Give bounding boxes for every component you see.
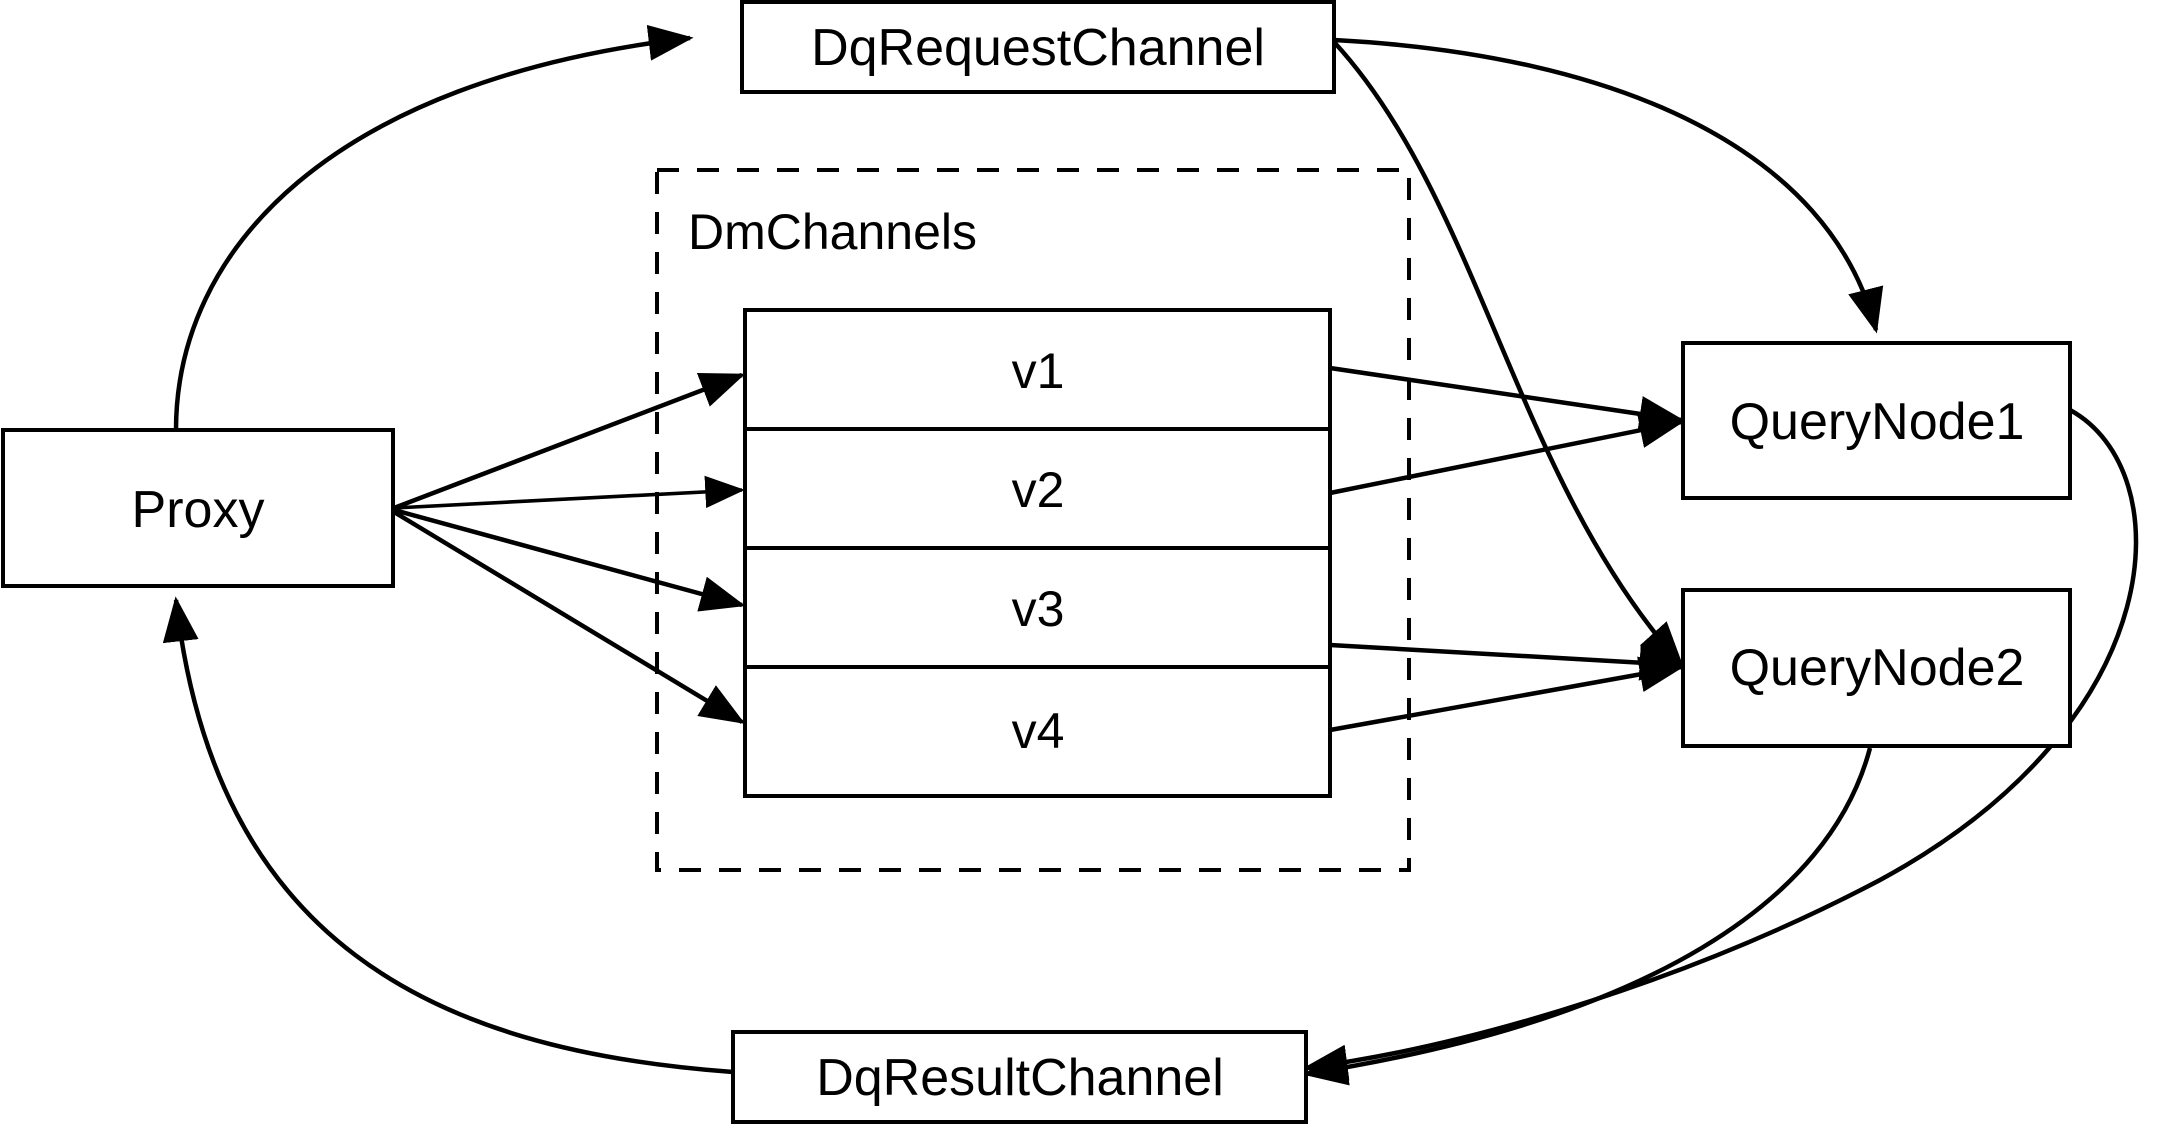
dm-channels-group-label: DmChannels [688,204,977,260]
node-dq-result-channel-label: DqResultChannel [816,1049,1224,1107]
node-query-node-2-label: QueryNode2 [1730,639,2025,697]
node-proxy-label: Proxy [132,481,265,539]
edge-proxy-to-v3 [393,507,746,612]
edge-proxy-to-v4 [392,510,746,724]
edge-dq-result-channel-to-proxy [162,596,734,1075]
node-dq-request-channel-box[interactable] [740,0,1336,94]
edge-dq-request-channel-to-query-node-1 [1333,37,1884,334]
table-row-v2: v2 [1012,462,1065,518]
edge-query-node-1-to-dq-result-channel [1302,408,2139,1081]
table-row-v3: v3 [1012,581,1065,637]
edge-v4-to-query-node-2 [1329,656,1685,733]
node-dq-result-channel-box[interactable] [731,1030,1308,1124]
dm-channels-group [655,168,1411,872]
node-dq-request-channel-label: DqRequestChannel [811,19,1265,77]
edge-v3-to-query-node-2 [1329,642,1685,681]
edge-v2-to-query-node-1 [1329,412,1685,496]
edge-query-node-2-to-dq-result-channel [1302,747,1873,1086]
edge-proxy-to-dq-request-channel [173,24,694,431]
node-query-node-2-box[interactable] [1681,588,2072,748]
node-query-node-1-label: QueryNode1 [1730,393,2025,451]
edge-proxy-to-v2 [393,475,745,510]
dm-channels-table [743,308,1332,798]
node-proxy-box[interactable] [1,428,395,588]
node-query-node-1-box[interactable] [1681,341,2072,500]
table-row-v1: v1 [1012,343,1065,399]
edge-proxy-to-v1 [393,372,746,511]
edge-v1-to-query-node-1 [1329,365,1685,432]
edge-dq-request-channel-to-query-node-2 [1332,40,1684,667]
table-row-v4: v4 [1012,703,1065,759]
